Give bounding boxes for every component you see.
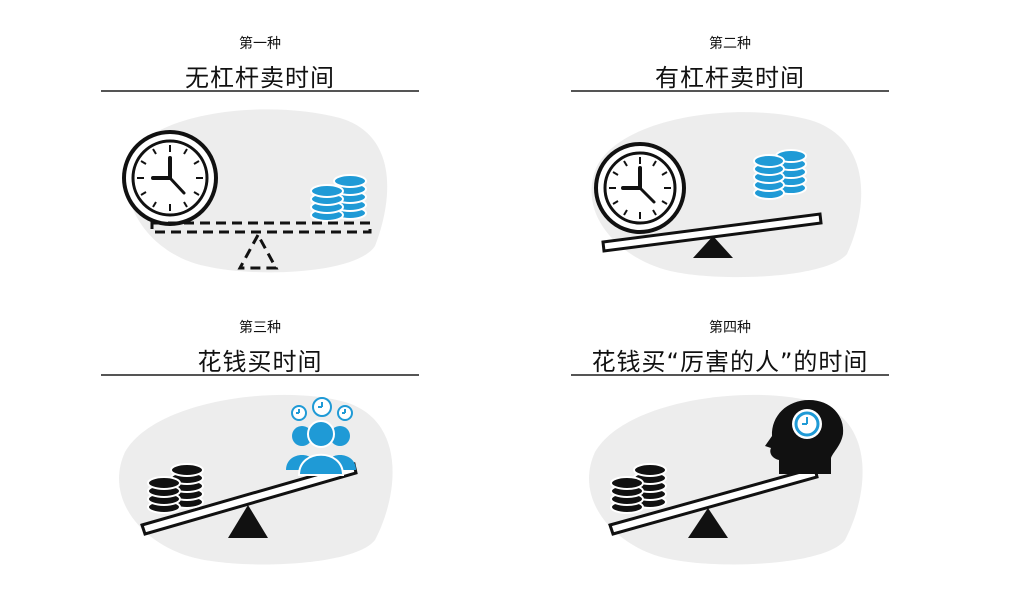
panel-title: 有杠杆卖时间 [655, 64, 805, 92]
panel-2: 第二种 有杠杆卖时间 [565, 28, 895, 308]
clock-icon [122, 130, 218, 226]
panel-number: 第二种 [709, 36, 751, 52]
coin-stack-icon [310, 174, 367, 222]
illustration [565, 380, 895, 590]
panel-title: 花钱买“厉害的人”的时间 [591, 348, 869, 376]
panel-4: 第四种 花钱买“厉害的人”的时间 [565, 312, 895, 592]
divider [571, 90, 889, 92]
divider [571, 374, 889, 376]
panel-number: 第四种 [709, 320, 751, 336]
clock-icon [291, 397, 353, 421]
head-icon [765, 400, 844, 474]
panel-3: 第三种 花钱买时间 [95, 312, 425, 592]
panel-title: 花钱买时间 [197, 348, 323, 376]
balance-beam-icon [608, 466, 819, 538]
coin-stack-icon [147, 463, 204, 514]
balance-beam-icon [150, 221, 372, 270]
panel-title: 无杠杆卖时间 [185, 64, 335, 92]
illustration [95, 380, 425, 590]
coin-stack-icon [753, 149, 807, 200]
panel-1: 第一种 无杠杆卖时间 [95, 28, 425, 308]
illustration [95, 96, 425, 306]
balance-beam-icon [140, 462, 358, 538]
people-icon [286, 420, 356, 476]
panel-number: 第三种 [239, 320, 281, 336]
illustration [565, 96, 895, 306]
balance-beam-icon [601, 212, 823, 258]
divider [101, 374, 419, 376]
coin-stack-icon [610, 463, 667, 514]
divider [101, 90, 419, 92]
panel-number: 第一种 [239, 36, 281, 52]
clock-icon [594, 142, 686, 234]
